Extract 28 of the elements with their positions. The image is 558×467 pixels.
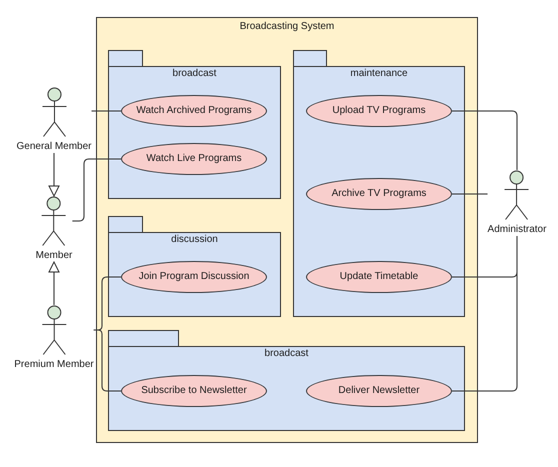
use-case-name: Watch Archived Programs — [136, 105, 252, 117]
system-boundary — [96, 17, 478, 443]
use-case-name: Archive TV Programs — [332, 188, 426, 200]
actor-name: General Member — [16, 141, 92, 153]
use-case-name: Watch Live Programs — [146, 153, 242, 165]
package-name: maintenance — [350, 68, 408, 80]
package-frame — [108, 50, 281, 199]
actor-name: Administrator — [488, 224, 546, 236]
package-name: discussion — [171, 234, 218, 246]
system-title: Broadcasting System — [240, 21, 334, 33]
association-line — [91, 110, 122, 112]
use-case-name: Subscribe to Newsletter — [141, 385, 247, 397]
package-frame — [108, 330, 465, 431]
package-frame — [293, 50, 465, 317]
package-frame — [108, 216, 281, 317]
association-line — [452, 236, 518, 392]
package-name: broadcast — [264, 348, 308, 360]
actor-name: Member — [36, 250, 72, 262]
use-case-name: Join Program Discussion — [138, 271, 250, 283]
package-name: broadcast — [172, 68, 216, 80]
generalization-arrow — [48, 152, 60, 196]
association-line — [93, 330, 122, 392]
use-case-name: Upload TV Programs — [332, 105, 426, 117]
generalization-arrow — [48, 262, 60, 306]
use-case-name: Update Timetable — [340, 271, 418, 283]
actor-name: Premium Member — [14, 359, 94, 371]
use-case-name: Deliver Newsletter — [338, 385, 420, 397]
association-line — [452, 110, 518, 170]
